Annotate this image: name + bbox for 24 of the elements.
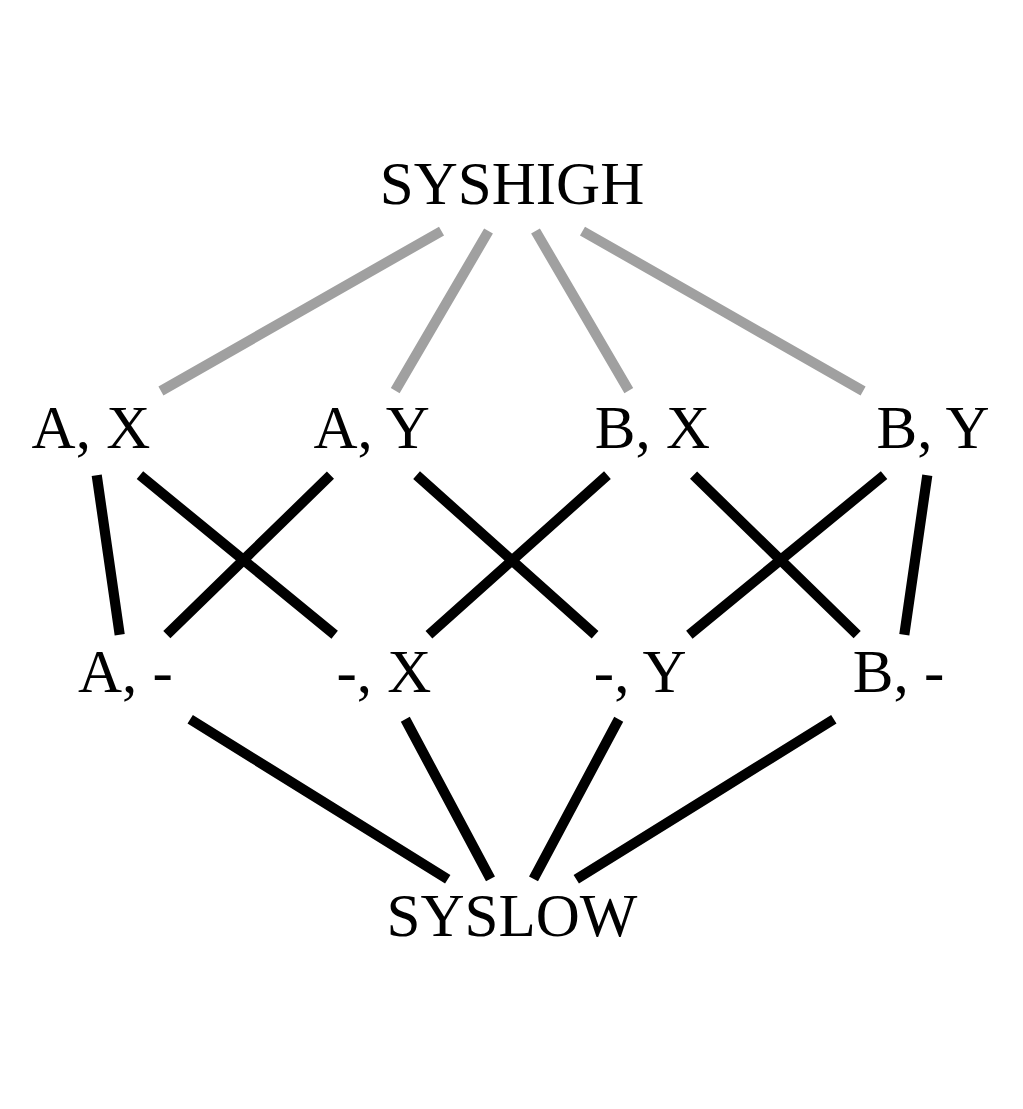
connector — [686, 470, 888, 639]
node-text: B, - — [852, 637, 945, 705]
node-text: B, Y — [876, 393, 990, 461]
connector — [899, 473, 933, 635]
connector — [187, 714, 451, 884]
node-text: SYSLOW — [386, 881, 638, 949]
connector — [580, 226, 866, 395]
connector — [529, 716, 624, 881]
node-text: A, X — [31, 393, 151, 461]
connector — [573, 714, 837, 884]
node-text: -, Y — [593, 637, 687, 705]
node-text: A, - — [78, 637, 173, 705]
connector — [158, 226, 445, 395]
node-text: A, Y — [313, 393, 430, 461]
connector — [531, 227, 634, 393]
node-text: B, X — [594, 393, 711, 461]
node-text: -, X — [336, 637, 432, 705]
connector — [690, 471, 861, 638]
connector — [136, 470, 338, 639]
connector — [91, 473, 125, 635]
connector — [400, 716, 495, 881]
node-text: SYSHIGH — [379, 149, 645, 217]
connector — [163, 471, 334, 638]
connector — [390, 228, 493, 393]
